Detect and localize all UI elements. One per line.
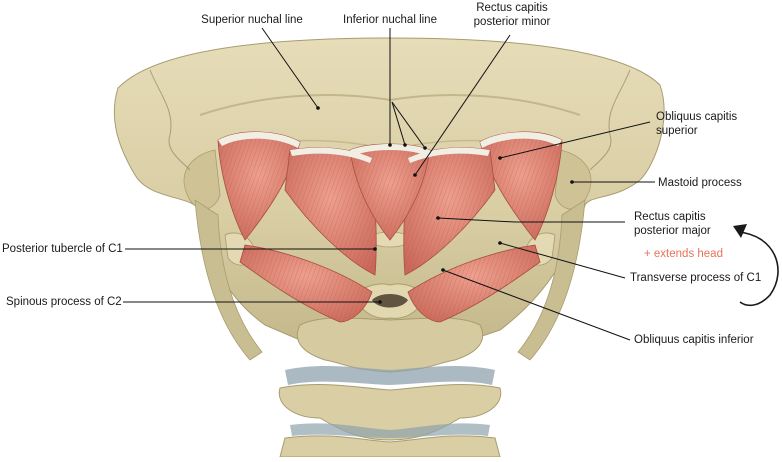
leader-transverse-process <box>499 242 626 279</box>
extension-arrow-head-icon <box>733 224 747 238</box>
suture-right <box>589 69 631 171</box>
label-superior-nuchal-line: Superior nuchal line <box>201 14 303 26</box>
label-rcp-minor-line1: Rectus capitis <box>476 2 548 14</box>
leader-lines <box>123 27 655 341</box>
label-oc-superior-line2: superior <box>656 125 698 137</box>
leader-oc-superior <box>499 121 651 159</box>
label-spinous-process-c2: Spinous process of C2 <box>6 296 122 308</box>
label-posterior-tubercle-c1: Posterior tubercle of C1 <box>2 243 123 255</box>
leader-inferior-nuchal-line-b <box>391 101 406 146</box>
right-ramus <box>517 199 586 361</box>
label-rcp-major-line1: Rectus capitis <box>634 211 706 223</box>
label-inferior-nuchal-line: Inferior nuchal line <box>343 14 437 26</box>
leader-dots <box>316 106 574 304</box>
leader-inferior-nuchal-line-c <box>391 101 426 149</box>
label-rcp-major-line2: posterior major <box>634 225 711 237</box>
label-rcp-minor-line2: posterior minor <box>473 16 551 28</box>
mastoid-left <box>183 149 221 210</box>
label-mastoid-process: Mastoid process <box>658 177 742 189</box>
suture-left <box>149 69 191 171</box>
label-transverse-process-c1: Transverse process of C1 <box>630 272 762 284</box>
label-oc-inferior: Obliquus capitis inferior <box>634 334 754 346</box>
left-ramus <box>194 199 263 361</box>
extension-arrow <box>737 231 779 307</box>
leader-rcp-minor <box>414 34 511 176</box>
leader-oc-inferior <box>442 269 631 341</box>
leader-superior-nuchal-line <box>261 27 319 109</box>
cervical-vertebrae <box>278 283 502 458</box>
label-extends-head: + extends head <box>644 248 723 260</box>
label-oc-superior-line1: Obliquus capitis <box>656 111 738 123</box>
leader-rcp-major <box>437 217 625 223</box>
